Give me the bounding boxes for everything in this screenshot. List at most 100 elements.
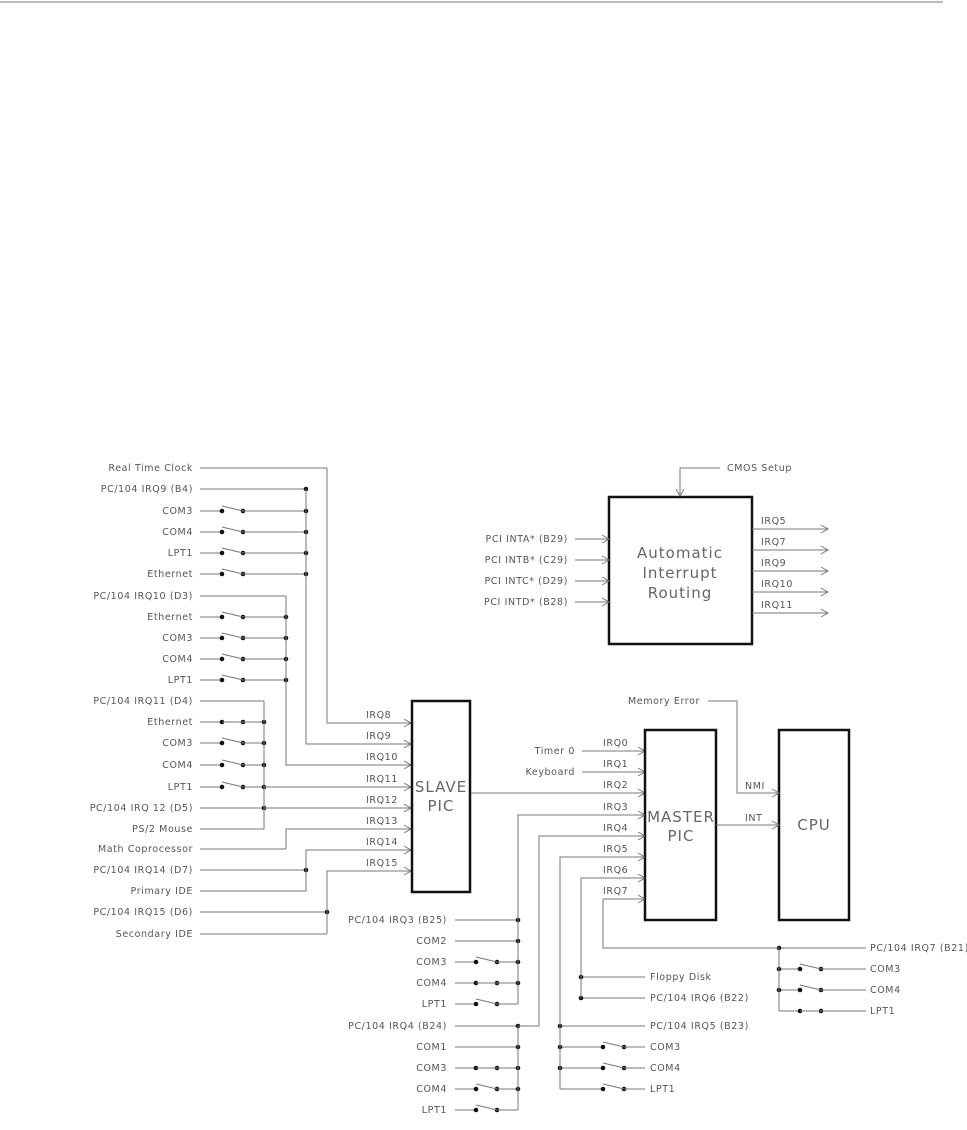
pci-interrupt-label: PCI INTD* (B28) <box>484 597 568 608</box>
int-label: INT <box>745 813 763 824</box>
junction-dot <box>219 635 225 641</box>
junction-dot <box>219 762 225 768</box>
junction-dot <box>473 959 479 965</box>
routing-title: Automatic <box>637 544 723 562</box>
open-switch <box>221 632 244 639</box>
junction-dot <box>797 966 803 972</box>
irq5-source-label: PC/104 IRQ5 (B23) <box>650 1021 749 1032</box>
junction-dot <box>219 614 225 620</box>
open-switch <box>221 568 244 575</box>
open-switch <box>221 759 244 766</box>
routing-title: Interrupt <box>642 564 717 582</box>
junction-dot <box>600 1086 606 1092</box>
routing-output-irq-label: IRQ5 <box>761 516 786 527</box>
wire <box>285 596 411 766</box>
open-switch <box>602 1062 625 1069</box>
irq4-source-label: COM1 <box>416 1042 447 1053</box>
slave-pic-title: PIC <box>428 797 455 815</box>
slave-input-label: PC/104 IRQ15 (D6) <box>93 907 193 918</box>
irq5-source-label: LPT1 <box>650 1084 675 1095</box>
routing-output-irq-label: IRQ9 <box>761 558 786 569</box>
wire <box>285 828 411 849</box>
arrow-head-icon <box>601 597 611 607</box>
slave-input-label: Real Time Clock <box>108 463 193 474</box>
irq4-source-label: COM3 <box>416 1063 447 1074</box>
pci-interrupt-label: PCI INTB* (C29) <box>485 555 568 566</box>
master-irq-label: IRQ0 <box>603 738 628 749</box>
irq3-source-label: COM3 <box>416 957 447 968</box>
irq3-source-label: LPT1 <box>422 999 447 1010</box>
arrow-head-icon <box>771 820 781 830</box>
slave-irq-label: IRQ12 <box>366 795 398 806</box>
irq3-source-label: COM2 <box>416 936 447 947</box>
master-pic-title: PIC <box>668 827 695 845</box>
junction-dot <box>473 1107 479 1113</box>
wire <box>326 468 411 724</box>
slave-irq-label: IRQ8 <box>366 710 391 721</box>
open-switch <box>221 526 244 533</box>
slave-irq-label: IRQ10 <box>366 752 398 763</box>
slave-irq-label: IRQ14 <box>366 837 398 848</box>
wire <box>559 856 645 1089</box>
wire <box>518 835 645 1027</box>
master-irq-label: IRQ3 <box>603 802 628 813</box>
open-switch <box>221 505 244 512</box>
wire <box>305 849 411 891</box>
slave-input-label: LPT1 <box>168 548 193 559</box>
open-switch <box>221 674 244 681</box>
slave-input-label: COM3 <box>162 738 193 749</box>
routing-output-irq-label: IRQ7 <box>761 537 786 548</box>
cpu-label: CPU <box>797 816 831 834</box>
junction-dot <box>219 571 225 577</box>
master-pic-title: MASTER <box>647 808 715 826</box>
slave-pic-title: SLAVE <box>415 778 467 796</box>
master-irq-label: IRQ2 <box>603 780 628 791</box>
routing-output-irq-label: IRQ11 <box>761 600 793 611</box>
slave-irq-label: IRQ15 <box>366 858 398 869</box>
slave-input-label: PC/104 IRQ11 (D4) <box>93 696 193 707</box>
keyboard-label: Keyboard <box>526 767 575 778</box>
junction-dot <box>219 656 225 662</box>
routing-title: Routing <box>648 584 713 602</box>
timer-0-label: Timer 0 <box>534 746 575 757</box>
arrow-head-icon <box>820 608 830 618</box>
irq7-source-label: COM3 <box>870 964 901 975</box>
slave-input-label: Secondary IDE <box>116 929 193 940</box>
slave-input-label: PC/104 IRQ 12 (D5) <box>90 803 193 814</box>
arrow-head-icon <box>820 545 830 555</box>
slave-irq-label: IRQ11 <box>366 774 398 785</box>
slave-input-label: Ethernet <box>147 612 193 623</box>
irq3-source-label: PC/104 IRQ3 (B25) <box>348 915 447 926</box>
pci-interrupt-label: PCI INTA* (B29) <box>486 534 568 545</box>
arrow-head-icon <box>601 534 611 544</box>
junction-dot <box>219 677 225 683</box>
arrow-head-icon <box>771 788 781 798</box>
pci-interrupt-label: PCI INTC* (D29) <box>484 576 568 587</box>
slave-input-label: PC/104 IRQ10 (D3) <box>93 591 193 602</box>
slave-input-label: PC/104 IRQ14 (D7) <box>93 865 193 876</box>
arrow-head-icon <box>820 566 830 576</box>
arrow-head-icon <box>601 555 611 565</box>
arrow-head-icon <box>675 488 685 498</box>
wire <box>326 870 411 934</box>
routing-output-irq-label: IRQ10 <box>761 579 793 590</box>
junction-dot <box>797 987 803 993</box>
junction-dot <box>219 529 225 535</box>
master-irq-label: IRQ7 <box>603 886 628 897</box>
slave-input-label: PS/2 Mouse <box>132 824 193 835</box>
slave-input-label: LPT1 <box>168 782 193 793</box>
open-switch <box>475 1104 498 1111</box>
junction-dot <box>219 550 225 556</box>
arrow-head-icon <box>820 524 830 534</box>
slave-input-label: Math Coprocessor <box>98 844 193 855</box>
wire <box>305 489 411 745</box>
wire <box>679 467 720 496</box>
master-irq-label: IRQ5 <box>603 844 628 855</box>
open-switch <box>221 737 244 744</box>
wire <box>580 877 645 998</box>
slave-input-label: COM4 <box>162 654 193 665</box>
memory-error-label: Memory Error <box>628 696 700 707</box>
arrow-head-icon <box>601 576 611 586</box>
